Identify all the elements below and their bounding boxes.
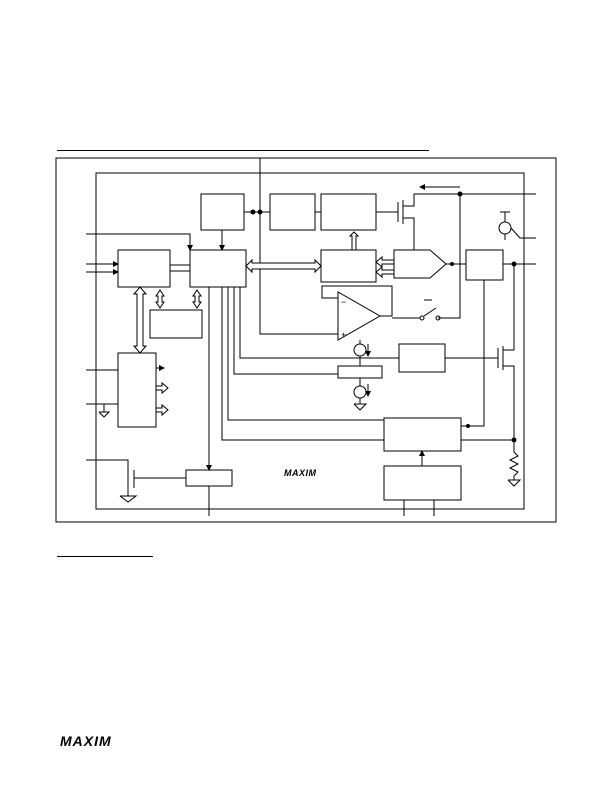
section-title-rule bbox=[57, 150, 429, 151]
block-driver-right bbox=[465, 249, 504, 281]
block-top-right bbox=[320, 193, 377, 231]
block-top-middle bbox=[269, 193, 316, 231]
outer-frame bbox=[55, 157, 557, 523]
block-mid-right bbox=[398, 343, 446, 373]
block-bottom-buffer bbox=[185, 469, 233, 487]
block-top-left bbox=[200, 193, 245, 231]
block-bottom-right-upper bbox=[383, 417, 462, 452]
diagram-logo-icon: MAXIM bbox=[284, 464, 330, 482]
svg-text:−: − bbox=[341, 297, 346, 307]
block-memory bbox=[149, 309, 203, 339]
footer-logo-icon: MAXIM bbox=[60, 733, 132, 753]
block-bottom-right-lower bbox=[383, 465, 462, 501]
op-amp bbox=[337, 291, 382, 341]
comparator bbox=[393, 249, 447, 279]
svg-text:MAXIM: MAXIM bbox=[284, 468, 317, 477]
block-current-sense bbox=[337, 365, 383, 379]
ic-boundary bbox=[95, 172, 525, 510]
svg-text:MAXIM: MAXIM bbox=[60, 734, 112, 748]
svg-text:+: + bbox=[341, 330, 346, 340]
block-registers bbox=[117, 352, 157, 428]
block-adc bbox=[320, 249, 377, 283]
block-control-logic bbox=[189, 249, 247, 288]
block-interface bbox=[117, 249, 171, 288]
subsection-title-rule bbox=[57, 556, 153, 557]
